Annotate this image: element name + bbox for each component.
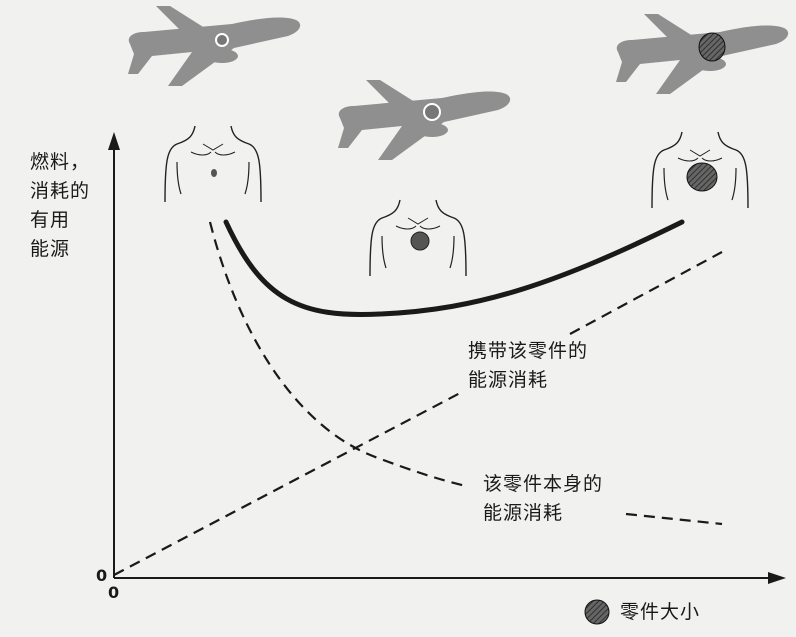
carry-energy-line-continued [569,251,723,335]
self-energy-label: 该零件本身的 能源消耗 [483,473,604,524]
y-axis-arrow [108,132,120,150]
torso-icon-medium [369,199,467,276]
organ-part-icon [410,231,430,251]
carry-energy-line [113,391,463,576]
organ-part-icon [215,33,229,47]
organ-part-icon [698,32,726,62]
y-axis-label: 燃料， 消耗的 有用 能源 [30,151,91,260]
airplane-icon-small-part [128,6,301,86]
carry-energy-label: 携带该零件的 能源消耗 [468,340,589,391]
airplane-icon-medium-part [338,80,511,160]
torso-icon-large [651,131,749,208]
part-size-legend-icon [584,599,610,625]
organ-part-icon [211,169,217,177]
x-axis-arrow [768,572,786,584]
total-energy-curve [223,219,685,317]
self-energy-curve [208,221,467,488]
torso-icon-small [164,125,262,202]
origin-x-label: 0 [108,583,120,602]
origin-y-label: 0 [96,566,108,585]
self-energy-curve-continued [625,512,723,526]
organ-part-icon [686,162,718,192]
x-axis-label: 零件大小 [620,601,701,623]
organ-part-icon [423,103,441,121]
airplane-icon-large-part [616,14,789,94]
